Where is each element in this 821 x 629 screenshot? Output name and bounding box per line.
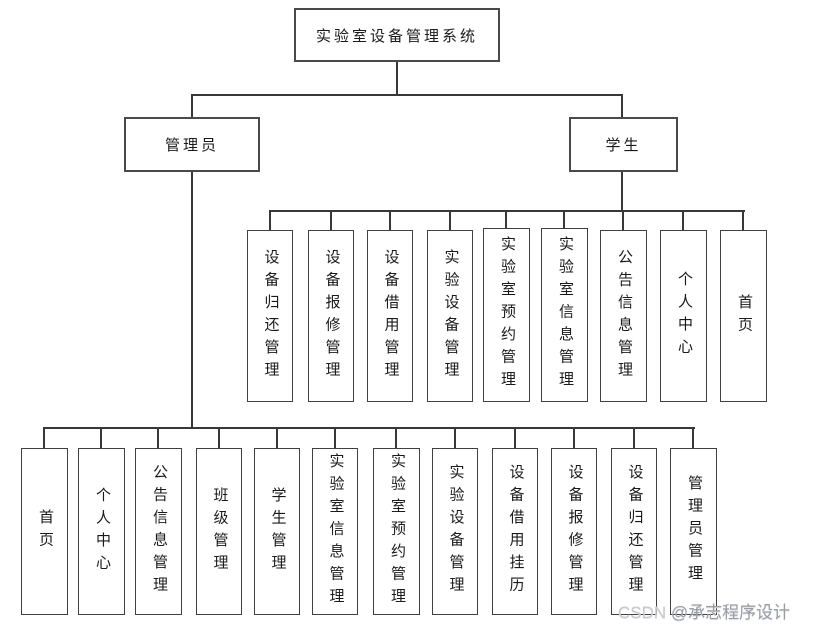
connector-line	[621, 94, 623, 117]
node-admin-label: 管理员	[164, 138, 219, 154]
node-label: 公告信息管理	[616, 248, 632, 384]
node-admin-child-8: 设备借用挂历	[492, 448, 538, 615]
connector-line	[191, 94, 623, 96]
node-student-child-4: 实验室预约管理	[483, 228, 530, 402]
node-student-label: 学生	[605, 138, 642, 154]
connector-line	[334, 427, 336, 448]
node-label: 实验设备管理	[447, 464, 464, 599]
node-label: 设备归还管理	[626, 464, 643, 599]
node-student-child-1: 设备报修管理	[308, 230, 354, 402]
connector-line	[692, 427, 694, 448]
watermark-author: @承志程序设计	[670, 603, 791, 622]
node-admin-child-6: 实验室预约管理	[373, 448, 420, 615]
node-label: 实验室预约管理	[389, 452, 405, 611]
node-label: 首页	[37, 509, 53, 554]
node-admin: 管理员	[124, 117, 260, 172]
connector-line	[454, 427, 456, 448]
watermark: CSDN @承志程序设计	[618, 598, 790, 623]
node-student-child-2: 设备借用管理	[367, 230, 413, 402]
connector-line	[505, 210, 507, 230]
connector-line	[330, 210, 332, 230]
connector-line	[389, 210, 391, 230]
node-system-root-label: 实验室设备管理系统	[315, 28, 478, 45]
connector-line	[191, 172, 193, 429]
node-label: 个人中心	[94, 486, 110, 577]
node-label: 实验设备管理	[442, 248, 459, 384]
node-system-root: 实验室设备管理系统	[294, 8, 500, 62]
node-admin-child-1: 个人中心	[78, 448, 125, 615]
connector-line	[621, 172, 623, 212]
connector-line	[191, 94, 193, 117]
connector-line	[157, 427, 159, 448]
connector-line	[622, 210, 624, 230]
node-student-child-3: 实验设备管理	[427, 230, 473, 402]
node-student-child-7: 个人中心	[660, 230, 707, 402]
node-admin-child-2: 公告信息管理	[135, 448, 182, 615]
node-label: 设备归还管理	[262, 248, 279, 384]
connector-line	[514, 427, 516, 448]
node-label: 公告信息管理	[151, 464, 167, 599]
node-label: 实验室信息管理	[557, 236, 573, 394]
node-admin-child-4: 学生管理	[254, 448, 300, 615]
node-student: 学生	[569, 117, 678, 172]
node-admin-child-5: 实验室信息管理	[312, 448, 358, 615]
connector-line	[563, 210, 565, 230]
node-admin-child-3: 班级管理	[196, 448, 242, 615]
node-label: 设备报修管理	[566, 464, 583, 599]
connector-line	[573, 427, 575, 448]
connector-line	[100, 427, 102, 448]
connector-line	[269, 210, 271, 230]
connector-line	[218, 427, 220, 448]
connector-line	[742, 210, 744, 230]
node-label: 设备借用挂历	[507, 464, 524, 599]
node-label: 管理员管理	[686, 475, 702, 588]
connector-line	[396, 62, 398, 95]
node-student-child-8: 首页	[720, 230, 767, 402]
connector-line	[276, 427, 278, 448]
node-label: 实验室预约管理	[499, 236, 515, 394]
node-label: 设备报修管理	[323, 248, 340, 384]
connector-line	[449, 210, 451, 230]
node-admin-child-10: 设备归还管理	[611, 448, 657, 615]
node-student-child-0: 设备归还管理	[247, 230, 293, 402]
node-label: 实验室信息管理	[327, 452, 344, 611]
node-label: 首页	[736, 293, 752, 339]
node-admin-child-7: 实验设备管理	[432, 448, 478, 615]
node-label: 设备借用管理	[382, 248, 399, 384]
connector-line	[43, 427, 45, 448]
node-admin-child-9: 设备报修管理	[551, 448, 597, 615]
node-student-child-6: 公告信息管理	[600, 230, 647, 402]
connector-line	[682, 210, 684, 230]
node-label: 个人中心	[676, 271, 692, 361]
connector-line	[633, 427, 635, 448]
connector-line	[395, 427, 397, 448]
watermark-brand: CSDN	[618, 603, 671, 622]
node-label: 班级管理	[211, 486, 228, 577]
node-admin-child-11: 管理员管理	[670, 448, 717, 615]
node-admin-child-0: 首页	[21, 448, 68, 615]
connector-line	[43, 427, 695, 429]
node-student-child-5: 实验室信息管理	[541, 228, 588, 402]
node-label: 学生管理	[269, 486, 286, 577]
connector-line	[269, 210, 745, 212]
